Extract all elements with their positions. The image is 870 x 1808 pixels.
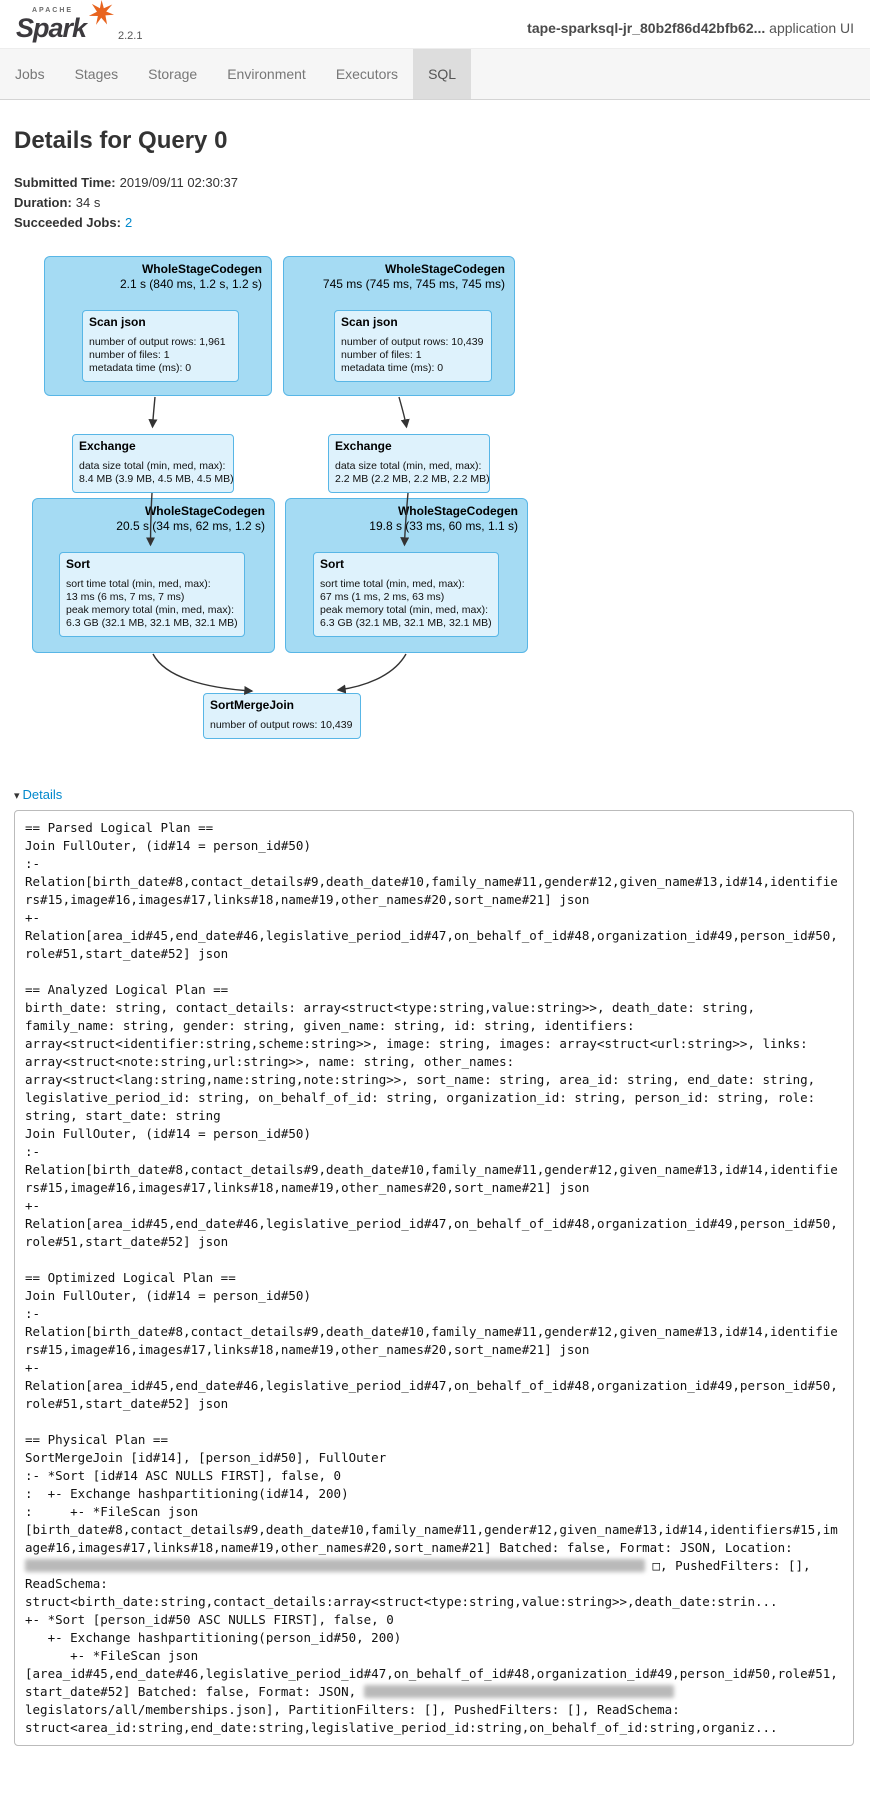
redacted-location-path [25,1559,645,1572]
metric-line: 2.2 MB (2.2 MB, 2.2 MB, 2.2 MB) [335,473,490,485]
tab-executors[interactable]: Executors [335,66,399,82]
tab-jobs[interactable]: Jobs [15,66,45,82]
collapse-arrow-icon: ▾ [14,790,20,802]
cluster-duration: 745 ms (745 ms, 745 ms, 745 ms) [322,277,505,291]
metric-line: data size total (min, med, max): [79,460,226,472]
node-title: Sort [320,557,344,571]
metric-line: number of output rows: 10,439 [341,336,484,348]
sort-node-right[interactable]: Sort sort time total (min, med, max): 67… [313,552,499,637]
plan-text-part2: □, PushedFilters: [], ReadSchema: struct… [25,1558,838,1699]
metric-line: sort time total (min, med, max): [320,578,465,590]
scan-json-node-right[interactable]: Scan json number of output rows: 10,439 … [334,310,492,382]
succeeded-jobs: Succeeded Jobs:2 [14,213,854,232]
cluster-duration: 2.1 s (840 ms, 1.2 s, 1.2 s) [119,277,262,291]
wholestagecodegen-cluster-sort-left: WholeStageCodegen 20.5 s (34 ms, 62 ms, … [32,498,275,653]
duration-label: Duration: [14,195,72,210]
metric-line: data size total (min, med, max): [335,460,482,472]
scan-json-node-left[interactable]: Scan json number of output rows: 1,961 n… [82,310,239,382]
application-title: tape-sparksql-jr_80b2f86d42bfb62... appl… [527,20,854,36]
submitted-time-label: Submitted Time: [14,175,116,190]
metric-line: number of files: 1 [89,349,170,361]
metric-line: metadata time (ms): 0 [341,362,444,374]
metric-line: peak memory total (min, med, max): [320,604,489,616]
spark-brand[interactable]: APACHE Spark 2.2.1 [14,0,143,46]
metric-line: metadata time (ms): 0 [89,362,192,374]
cluster-duration: 19.8 s (33 ms, 60 ms, 1.1 s) [369,519,518,533]
redacted-location-path [363,1685,674,1698]
succeeded-jobs-link[interactable]: 2 [124,215,133,230]
application-name: tape-sparksql-jr_80b2f86d42bfb62... [527,20,766,36]
cluster-title: WholeStageCodegen [384,262,505,276]
query-plan-text: == Parsed Logical Plan == Join FullOuter… [25,819,843,1737]
metric-line: 6.3 GB (32.1 MB, 32.1 MB, 32.1 MB) [66,617,238,629]
wholestagecodegen-cluster-scan-left: WholeStageCodegen 2.1 s (840 ms, 1.2 s, … [44,256,272,396]
tab-environment[interactable]: Environment [227,66,306,82]
plan-visualization: WholeStageCodegen 2.1 s (840 ms, 1.2 s, … [32,256,732,753]
details-toggle[interactable]: ▾Details [14,787,854,802]
spark-wordmark: Spark [16,13,87,43]
cluster-title: WholeStageCodegen [144,504,265,518]
sortmergejoin-node[interactable]: SortMergeJoin number of output rows: 10,… [203,693,361,739]
page-title: Details for Query 0 [14,127,228,154]
wholestagecodegen-cluster-sort-right: WholeStageCodegen 19.8 s (33 ms, 60 ms, … [285,498,528,653]
main-nav: Jobs Stages Storage Environment Executor… [0,48,870,100]
application-ui-suffix: application UI [765,20,854,36]
plan-text-part3: legislators/all/memberships.json], Parti… [25,1702,778,1735]
metric-line: number of output rows: 10,439 [210,719,353,731]
cluster-title: WholeStageCodegen [141,262,262,276]
succeeded-jobs-label: Succeeded Jobs: [14,215,121,230]
tab-storage[interactable]: Storage [148,66,198,82]
apache-label: APACHE [32,7,74,14]
node-title: Sort [66,557,90,571]
node-title: Exchange [335,439,392,453]
cluster-title: WholeStageCodegen [397,504,518,518]
node-title: Scan json [341,315,398,329]
submitted-time-value: 2019/09/11 02:30:37 [119,175,238,190]
metric-line: sort time total (min, med, max): [66,578,211,590]
query-plan-details: == Parsed Logical Plan == Join FullOuter… [14,810,854,1746]
exchange-node-right[interactable]: Exchange data size total (min, med, max)… [328,434,490,493]
metric-line: 13 ms (6 ms, 7 ms, 7 ms) [66,591,185,603]
main-content: Details for Query 0 Submitted Time:2019/… [0,127,870,1770]
duration-value: 34 s [75,195,101,210]
cluster-duration: 20.5 s (34 ms, 62 ms, 1.2 s) [116,519,265,533]
details-link[interactable]: Details [22,787,63,802]
node-title: Scan json [89,315,146,329]
tab-sql[interactable]: SQL [413,49,472,99]
metric-line: 8.4 MB (3.9 MB, 4.5 MB, 4.5 MB) [79,473,234,485]
spark-logo[interactable]: APACHE Spark [14,0,114,46]
sort-node-left[interactable]: Sort sort time total (min, med, max): 13… [59,552,245,637]
node-title: SortMergeJoin [210,698,295,712]
metric-line: peak memory total (min, med, max): [66,604,235,616]
plan-text-part1: == Parsed Logical Plan == Join FullOuter… [25,820,838,1555]
metric-line: 6.3 GB (32.1 MB, 32.1 MB, 32.1 MB) [320,617,492,629]
cluster-label: WholeStageCodegen 745 ms (745 ms, 745 ms… [284,257,514,292]
header: APACHE Spark 2.2.1 tape-sparksql-jr_80b2… [0,0,870,48]
tab-stages[interactable]: Stages [74,66,119,82]
wholestagecodegen-cluster-scan-right: WholeStageCodegen 745 ms (745 ms, 745 ms… [283,256,515,396]
exchange-node-left[interactable]: Exchange data size total (min, med, max)… [72,434,234,493]
metric-line: number of files: 1 [341,349,422,361]
submitted-time: Submitted Time:2019/09/11 02:30:37 [14,173,854,192]
metric-line: 67 ms (1 ms, 2 ms, 63 ms) [320,591,445,603]
metric-line: number of output rows: 1,961 [89,336,226,348]
cluster-label: WholeStageCodegen 19.8 s (33 ms, 60 ms, … [286,499,527,534]
cluster-label: WholeStageCodegen 20.5 s (34 ms, 62 ms, … [33,499,274,534]
spark-version: 2.2.1 [118,30,143,42]
cluster-label: WholeStageCodegen 2.1 s (840 ms, 1.2 s, … [45,257,271,292]
duration: Duration:34 s [14,193,854,212]
node-title: Exchange [79,439,136,453]
spark-star-icon [88,0,114,25]
